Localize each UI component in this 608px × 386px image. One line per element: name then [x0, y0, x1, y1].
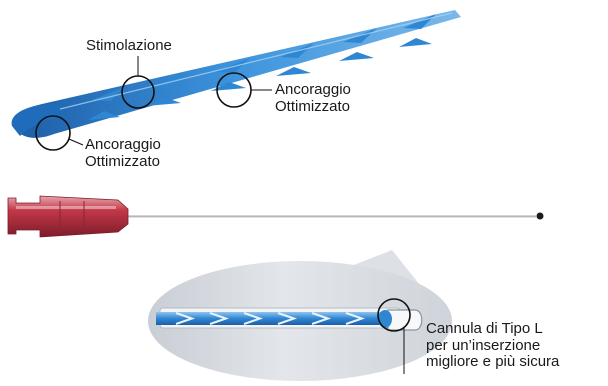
needle-hub: [7, 195, 129, 238]
lead-highlight: [59, 12, 453, 110]
cannula-l-tip: [387, 309, 423, 331]
needle: [7, 195, 544, 238]
stimulation-label: Stimolazione: [86, 37, 172, 54]
magnified-detail: [148, 250, 452, 381]
cannula-line-2: per un’inserzione: [426, 336, 541, 354]
stimulation-text: Stimolazione: [86, 37, 172, 54]
anchoring-left-line-2: Ottimizzato: [85, 153, 161, 170]
anchoring-left-circle: [35, 115, 71, 151]
callouts-top: [35, 56, 272, 151]
inner-lead-chevrons: [175, 312, 366, 325]
anchoring-right-label: Ancoraggio Ottimizzato: [275, 81, 351, 115]
cannula-line-3: migliore e più sicura: [426, 353, 560, 370]
needle-shaft: [128, 215, 536, 218]
cannula-label: Cannula di Tipo L per un’inserzione migl…: [426, 320, 560, 371]
lead-tip: [11, 103, 64, 136]
anchoring-right-line-2: Ottimizzato: [275, 98, 351, 115]
cannula-circle: [377, 298, 411, 332]
cannula-line-1: Cannula di Tipo L: [426, 320, 543, 337]
needle-tip: [536, 212, 544, 220]
anchoring-right-line-1: Ancoraggio: [275, 81, 351, 98]
anchoring-left-leader: [68, 138, 84, 146]
anchoring-left-label: Ancoraggio Ottimizzato: [85, 136, 161, 170]
anchoring-left-line-1: Ancoraggio: [85, 136, 161, 153]
